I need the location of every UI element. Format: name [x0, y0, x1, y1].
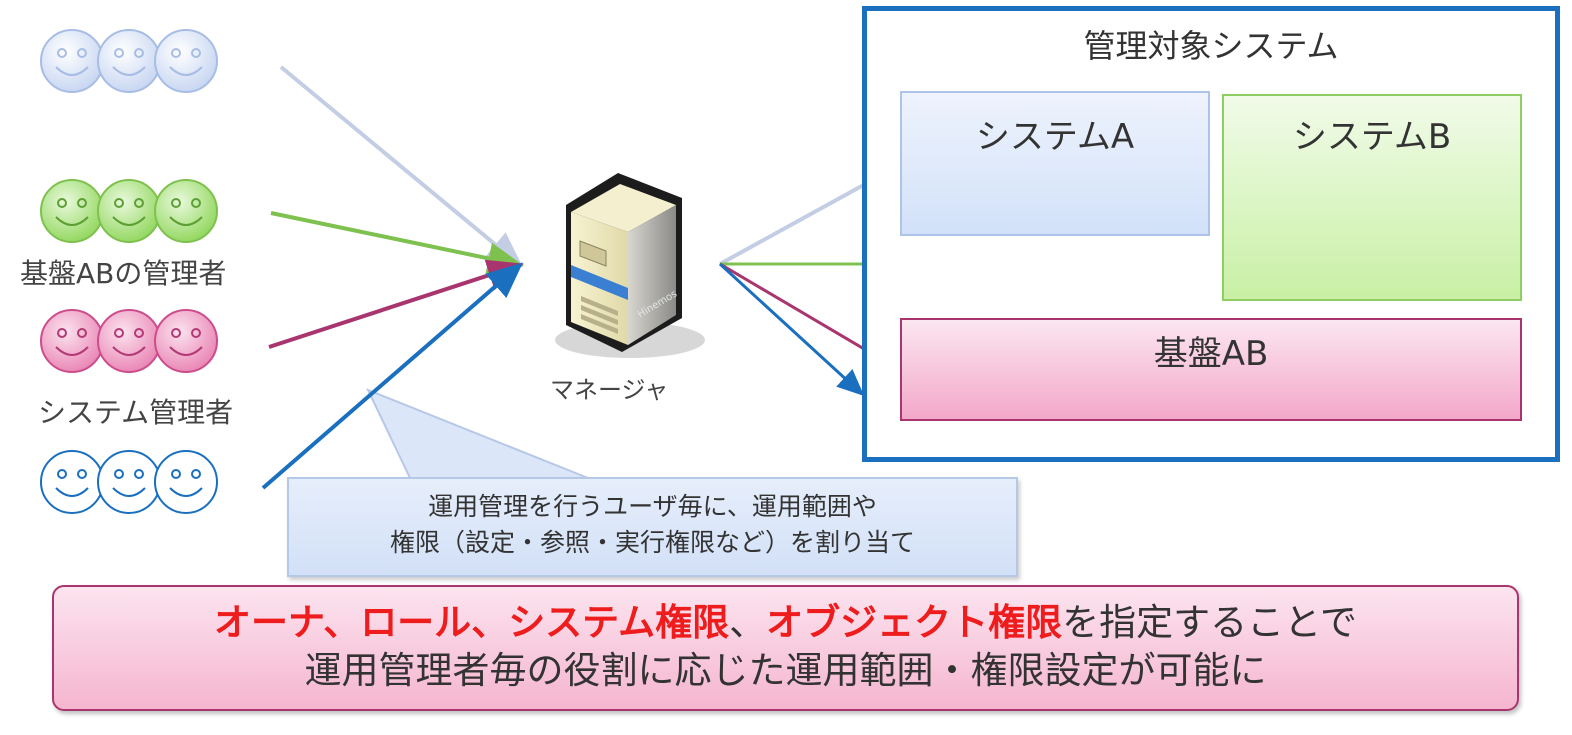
group-label-system-admins: システム管理者 — [38, 396, 234, 429]
arrow-users1-to-manager — [279, 65, 524, 268]
banner-sep-1: 、 — [323, 601, 361, 644]
smiley-face-icon — [154, 179, 218, 243]
smiley-face-icon — [97, 179, 161, 243]
banner-line-1: オーナ、ロール、システム権限、オブジェクト権限を指定することで — [54, 599, 1517, 647]
smiley-face-icon — [40, 179, 104, 243]
banner-owner: オーナ — [214, 601, 324, 644]
smiley-face-icon — [97, 29, 161, 93]
user-group-3-icons — [40, 309, 218, 373]
callout-box: 運用管理を行うユーザ毎に、運用範囲や 権限（設定・参照・実行権限など）を割り当て — [287, 477, 1018, 577]
system-a-box: システムA — [900, 91, 1210, 236]
managed-systems-title: 管理対象システム — [1083, 27, 1339, 65]
banner-line-2: 運用管理者毎の役割に応じた運用範囲・権限設定が可能に — [304, 649, 1267, 692]
base-ab-label: 基盤AB — [1153, 334, 1269, 374]
smiley-face-icon — [40, 450, 104, 514]
system-a-label: システムA — [975, 117, 1135, 157]
banner-system-permission: システム権限 — [508, 601, 730, 644]
smiley-face-icon — [40, 309, 104, 373]
smiley-face-icon — [40, 29, 104, 93]
arrow-manager-to-managed-frame — [718, 262, 865, 397]
system-b-box: システムB — [1222, 94, 1522, 301]
group-label-base-admins: 基盤ABの管理者 — [20, 257, 227, 290]
arrow-base-admins-to-manager — [270, 211, 524, 275]
base-ab-box: 基盤AB — [900, 318, 1522, 421]
system-b-label: システムB — [1292, 117, 1452, 157]
banner-sep-3: 、 — [729, 601, 767, 644]
summary-banner: オーナ、ロール、システム権限、オブジェクト権限を指定することで 運用管理者毎の役… — [52, 585, 1519, 711]
smiley-face-icon — [97, 309, 161, 373]
banner-sep-2: 、 — [471, 601, 509, 644]
server-icon: Hinemos — [555, 173, 705, 358]
banner-line-1-rest: を指定することで — [1062, 601, 1357, 644]
smiley-face-icon — [154, 450, 218, 514]
user-group-2-icons — [40, 179, 218, 243]
arrow-system-admins-to-manager — [268, 259, 524, 349]
arrow-users4-to-manager — [261, 262, 524, 490]
user-group-1-icons — [40, 29, 218, 93]
banner-object-permission: オブジェクト権限 — [766, 601, 1063, 644]
callout-line-1: 運用管理を行うユーザ毎に、運用範囲や — [428, 492, 877, 521]
banner-role: ロール — [360, 601, 472, 644]
manager-label: マネージャ — [550, 376, 669, 404]
callout-line-2: 権限（設定・参照・実行権限など）を割り当て — [389, 528, 915, 557]
smiley-face-icon — [97, 450, 161, 514]
smiley-face-icon — [154, 29, 218, 93]
smiley-face-icon — [154, 309, 218, 373]
user-group-4-icons — [40, 450, 218, 514]
